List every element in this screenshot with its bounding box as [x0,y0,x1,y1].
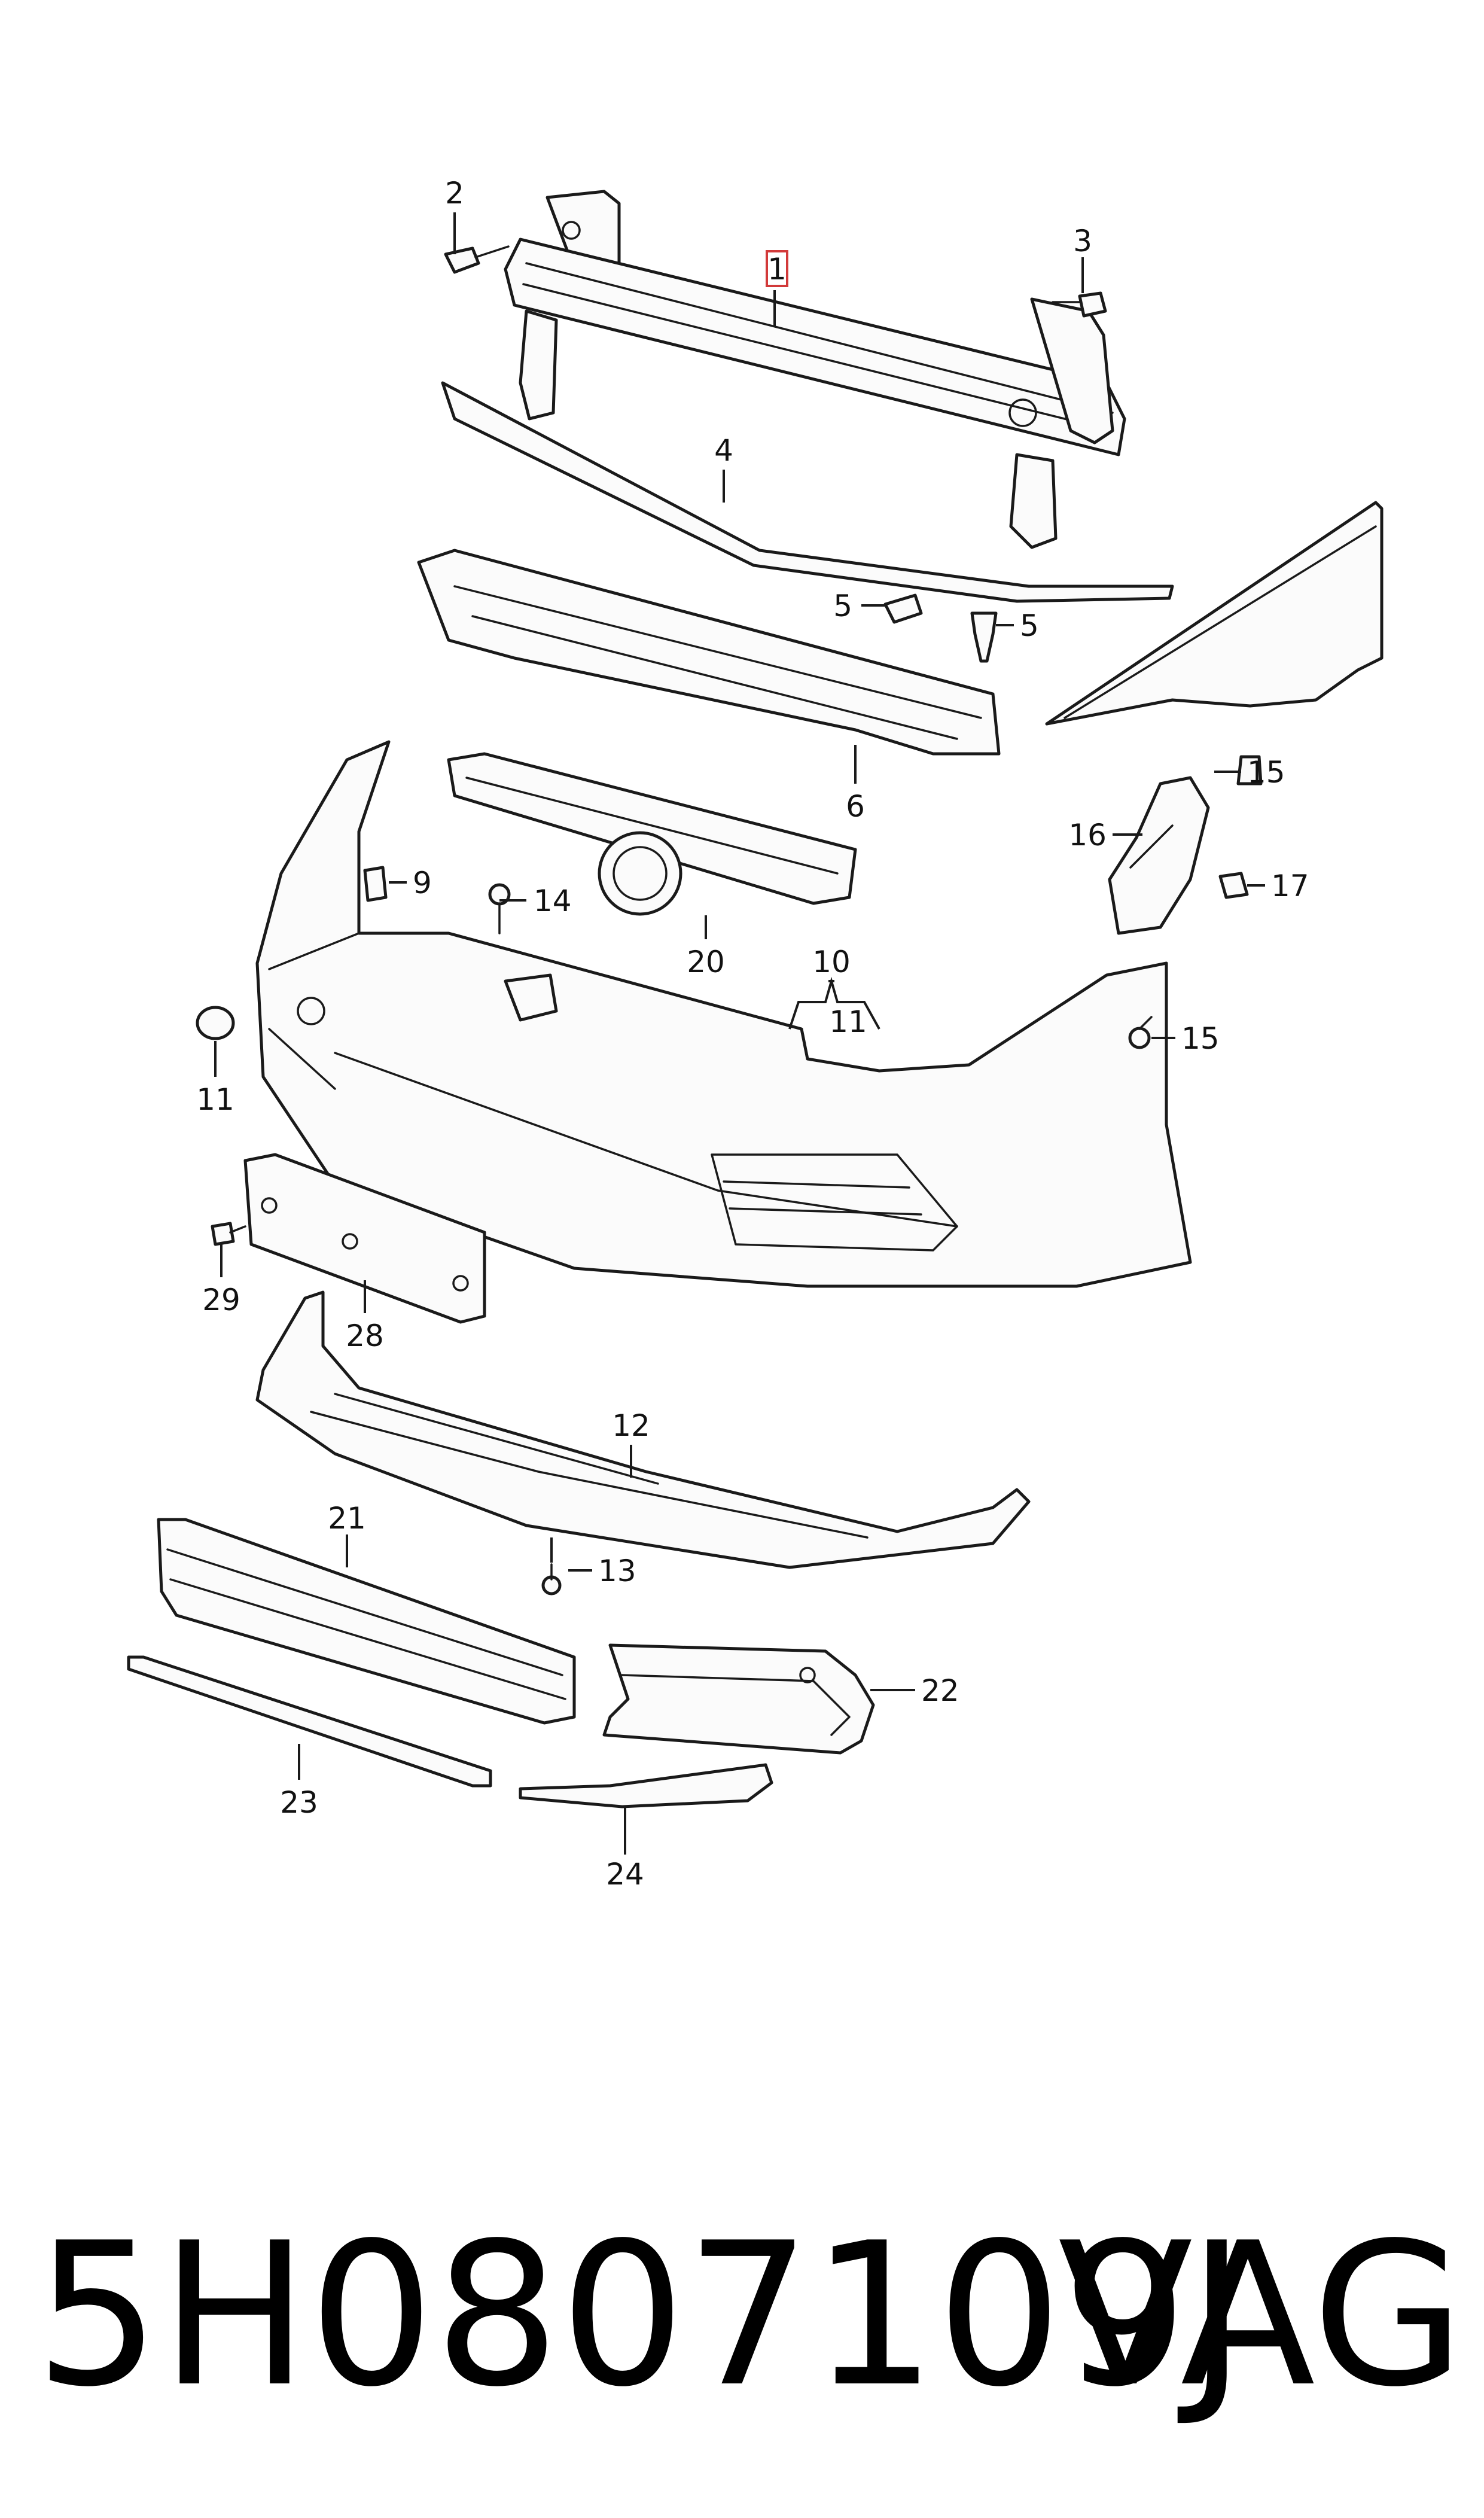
part-1-bumper-beam [504,190,1126,549]
part-5-clip-b [970,611,998,663]
part-18-nut [1218,872,1249,899]
callout-9[interactable]: 9 [413,866,432,900]
part-16-clip [1236,755,1263,785]
callout-15[interactable]: 15 [1181,1021,1220,1056]
part-23-trim-strip [127,1655,492,1788]
callout-11a[interactable]: 11 [196,1082,234,1117]
part-21-lower-grille [157,1518,576,1725]
callout-29[interactable]: 29 [202,1283,240,1317]
callout-20[interactable]: 20 [687,945,725,979]
callout-28[interactable]: 28 [346,1319,384,1353]
fender-panel [1045,501,1384,726]
leader-lines [214,212,1265,1855]
part-3-bolt [1052,291,1107,318]
brand-caption: VAG [1058,2200,1465,2430]
callout-10[interactable]: 10 [812,945,851,979]
part-17-side-bracket [1108,776,1210,935]
callout-5b[interactable]: 5 [1020,608,1039,643]
callout-2[interactable]: 2 [445,176,464,211]
callout-24[interactable]: 24 [606,1857,644,1892]
part-4-seal-strip [441,381,1174,603]
callout-labels: 1 2 3 4 5 5 6 9 14 20 10 11 11 15 16 17 … [196,176,1309,1892]
callout-18[interactable]: 17 [1271,869,1309,903]
part-5-clip-a [883,593,923,624]
part-13-screw [541,1563,562,1596]
callout-12[interactable]: 12 [612,1408,650,1443]
part-15-screw [1128,1016,1153,1049]
callout-1[interactable]: 1 [767,252,787,287]
callout-14[interactable]: 14 [534,884,572,918]
callout-22[interactable]: 22 [921,1673,959,1708]
callout-16[interactable]: 15 [1247,755,1285,790]
part-22-fog-lamp-bezel [602,1643,875,1755]
part-6-energy-absorber [417,549,1001,756]
part-28-license-plate-bracket [243,1153,486,1324]
part-12-lower-spoiler [255,1290,1031,1569]
callout-11b[interactable]: 11 [829,1004,867,1039]
callout-5a[interactable]: 5 [833,589,852,623]
part-29-rivet [211,1222,246,1246]
callout-1-highlight-box [766,250,788,287]
part-20-upper-grille [447,752,857,916]
part-9-clip [363,866,388,902]
part-number-caption: 5H0807109J [35,2200,1247,2430]
callout-3[interactable]: 3 [1073,224,1092,258]
part-14-screw [488,883,511,934]
callout-17[interactable]: 16 [1068,818,1107,852]
callout-21[interactable]: 21 [328,1501,366,1536]
part-11-tow-hook-cover [196,1006,235,1040]
callout-23[interactable]: 23 [280,1785,318,1820]
callout-4[interactable]: 4 [714,433,733,468]
part-24-trim-strip [519,1763,773,1808]
callout-13[interactable]: 13 [598,1554,636,1588]
callout-6[interactable]: 6 [846,789,865,824]
